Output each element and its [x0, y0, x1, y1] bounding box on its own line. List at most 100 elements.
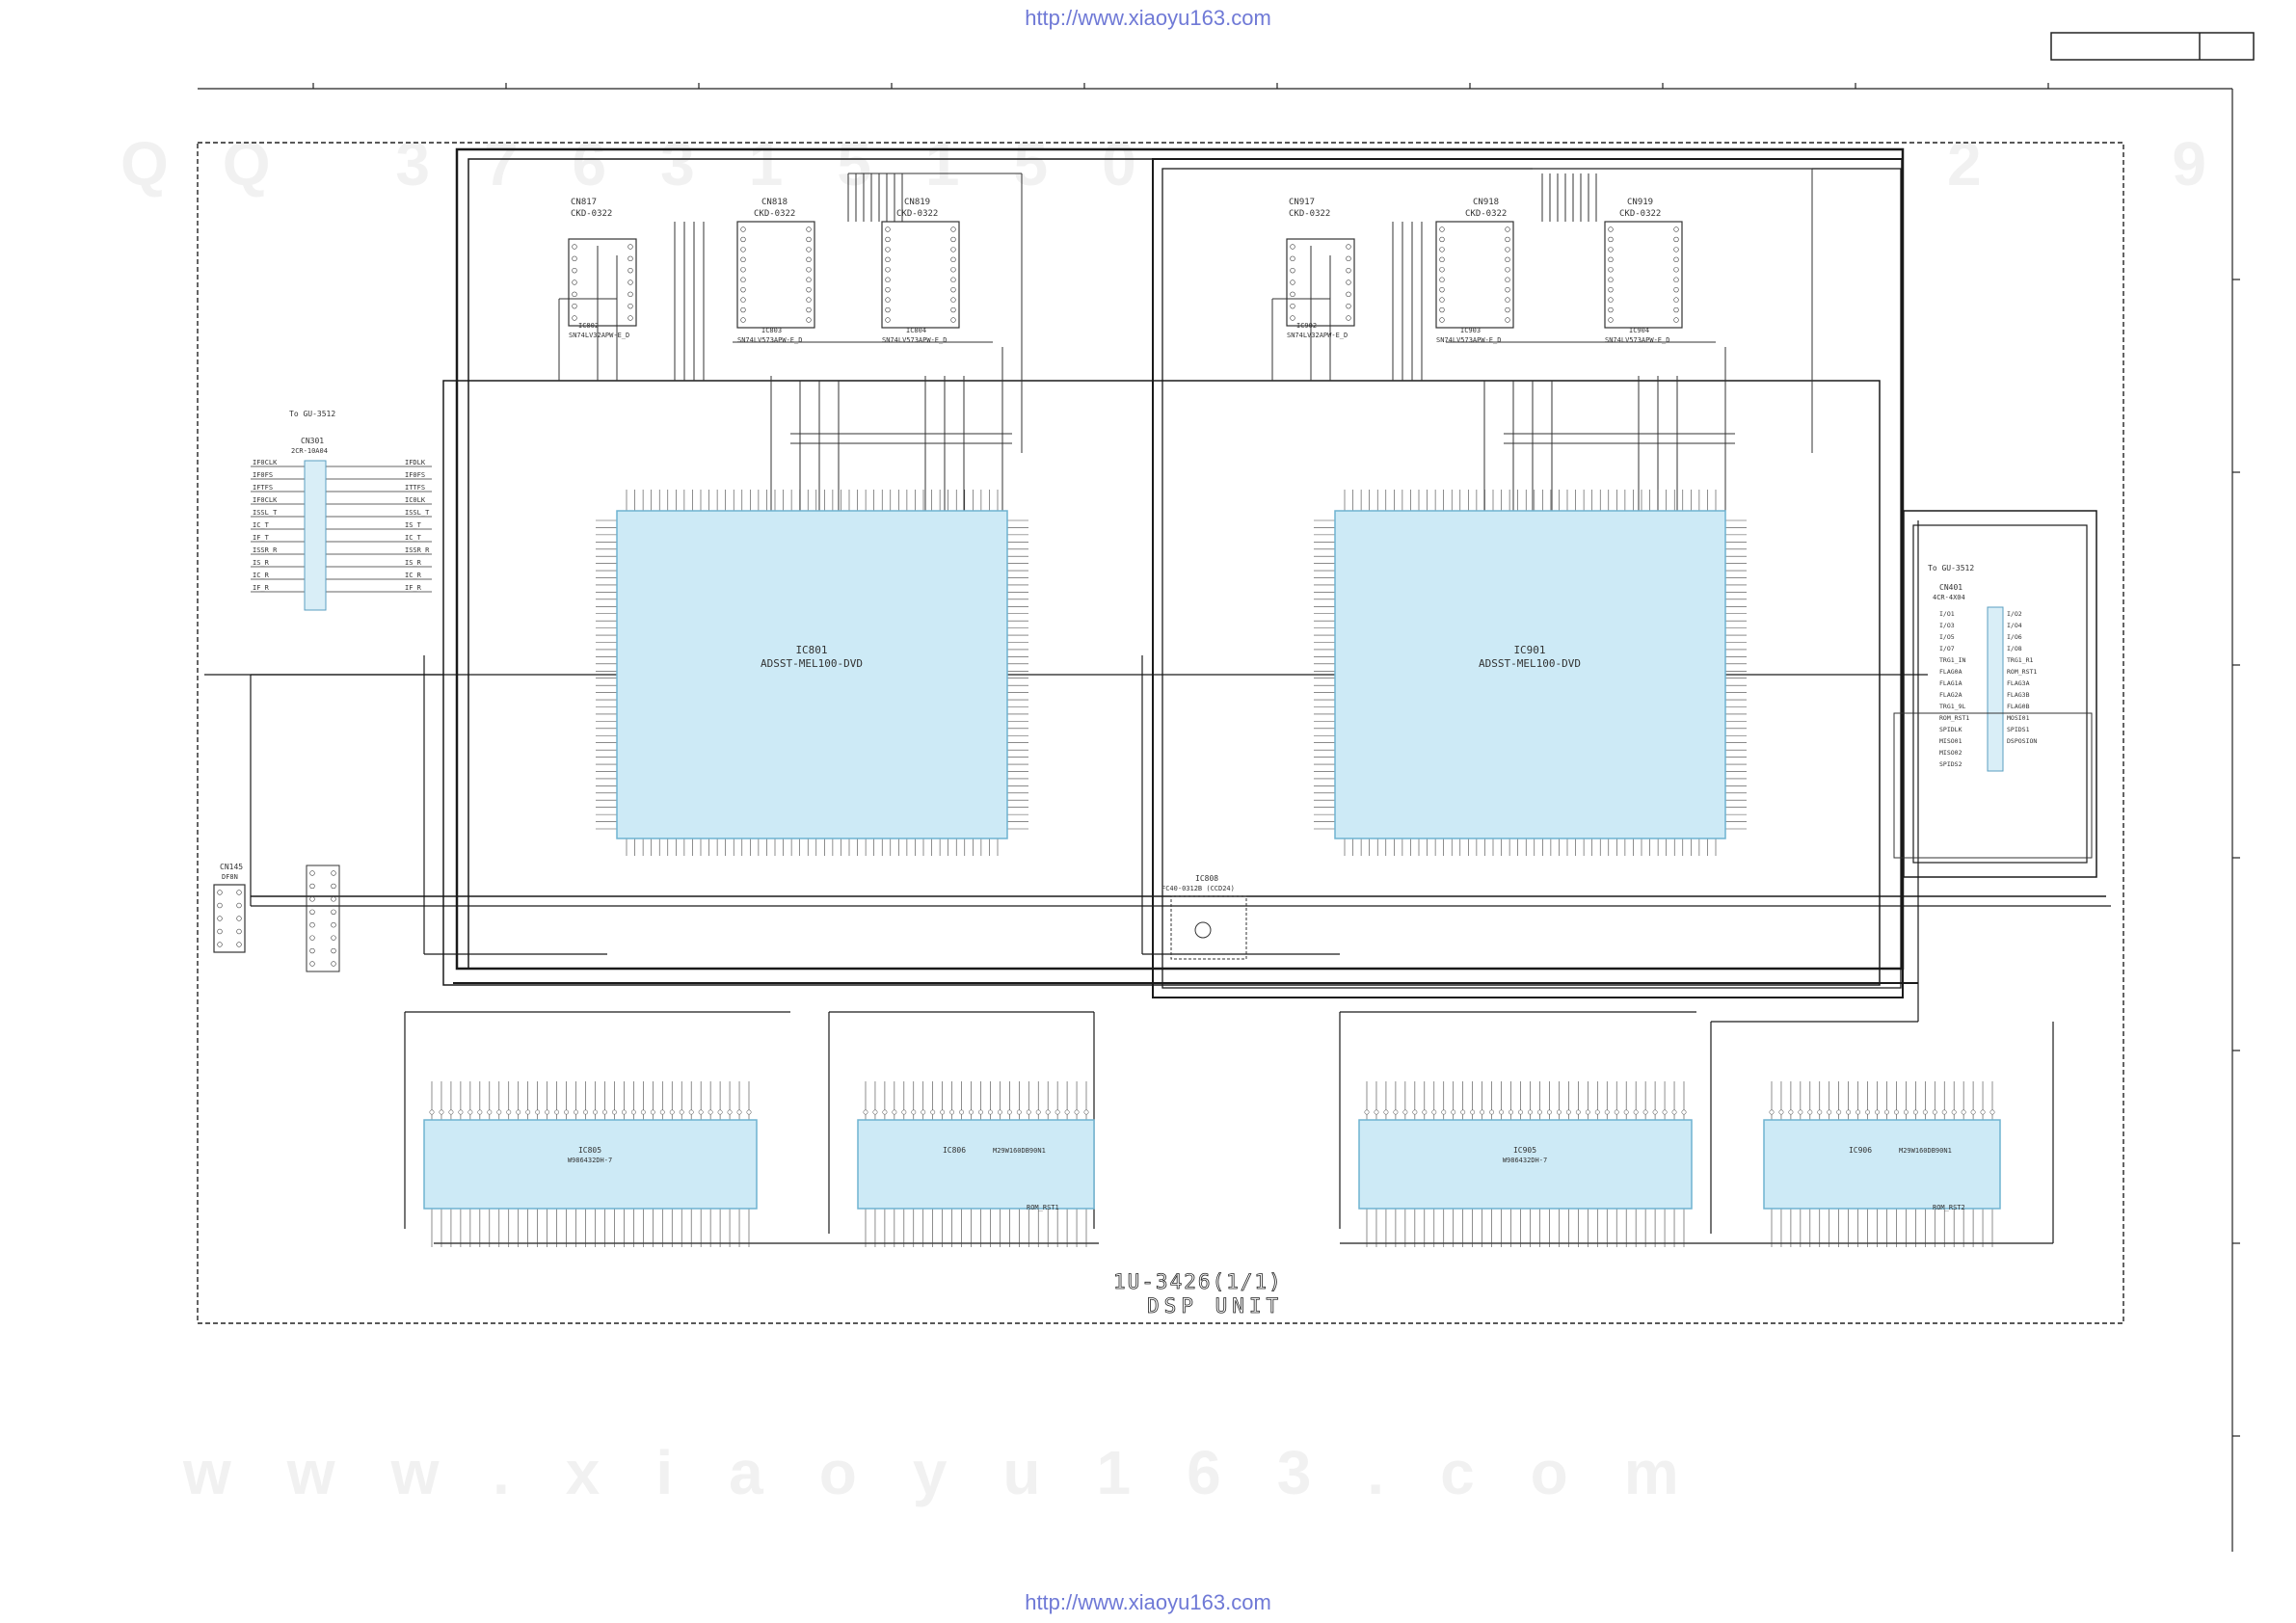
ic805-pin-dot [707, 1109, 713, 1115]
ic803-pin [740, 277, 746, 282]
cn-small-pin [309, 909, 315, 915]
cn145-pin [236, 890, 242, 895]
ic803-pin [806, 267, 812, 273]
cn301-net-left: IFTFS [253, 484, 273, 492]
svg-text:IC805: IC805 [578, 1146, 601, 1155]
ic904-pin [1608, 236, 1614, 243]
cn301-net-right: IC_T [405, 534, 422, 542]
ic804-pin [950, 226, 956, 232]
cn145-pin [217, 928, 223, 935]
ic903-pin [1439, 226, 1445, 232]
connector-cn401: To GU-3512 CN401 4CR-4X04 [1893, 564, 2093, 859]
ic802-pin [627, 315, 633, 321]
ic905-pin-dot [1441, 1109, 1447, 1115]
ic904-pin [1608, 226, 1614, 232]
ic804-pin [950, 236, 956, 243]
ic803-pin [740, 236, 746, 243]
cn401-net-left: I/O7 [1939, 645, 1955, 652]
svg-text:SN74LV573APW-E_D: SN74LV573APW-E_D [1436, 336, 1501, 344]
ic806-pin-dot [863, 1109, 868, 1115]
ic804-pin [885, 306, 891, 313]
ic904-pin [1608, 277, 1614, 282]
ic805-pin-dot [717, 1109, 723, 1115]
svg-text:M29W160DB90N1: M29W160DB90N1 [1899, 1147, 1952, 1155]
cn145-pin [217, 942, 223, 947]
svg-text:ADSST-MEL100-DVD: ADSST-MEL100-DVD [761, 657, 863, 670]
svg-text:SN74LV573APW-E_D: SN74LV573APW-E_D [1605, 336, 1669, 344]
ic806-pin-dot [1055, 1109, 1060, 1115]
ic905-pin-dot [1412, 1109, 1418, 1115]
ic905-pin-dot [1451, 1109, 1456, 1115]
cn301-net-right: IC_R [405, 572, 422, 579]
ic906-pin-dot [1875, 1109, 1880, 1115]
url-bottom[interactable]: http://www.xiaoyu163.com [1025, 1590, 1271, 1614]
ic806-pin-dot [997, 1109, 1002, 1115]
ic802-pin [627, 279, 633, 285]
ic804-pin [950, 277, 956, 282]
ic904-pin [1673, 247, 1679, 253]
svg-text:IC808: IC808 [1195, 874, 1218, 883]
svg-text:4CR-4X04: 4CR-4X04 [1933, 594, 1965, 601]
cn301-net-left: IF_R [253, 584, 270, 592]
svg-text:IC903: IC903 [1460, 327, 1481, 334]
ic906-pin-dot [1941, 1109, 1947, 1115]
ic805-pin-dot [669, 1109, 675, 1115]
label-rom-rst2: ROM_RST2 [1933, 1204, 1965, 1211]
memory-ic906: IC906 M29W160DB90N1 [1763, 1119, 2001, 1210]
cn301-net-left: IF0FS [253, 471, 273, 479]
ic805-pin-dot [467, 1109, 473, 1115]
svg-text:CN817: CN817 [571, 198, 597, 207]
ic802-pin [627, 303, 633, 309]
ic903-pin [1439, 267, 1445, 273]
ic906-pin-dot [1827, 1109, 1832, 1115]
svg-text:DSP UNIT: DSP UNIT [1147, 1294, 1283, 1317]
svg-text:CKD-0322: CKD-0322 [571, 209, 612, 219]
ic905-pin-dot [1537, 1109, 1542, 1115]
ic905-pin-dot [1662, 1109, 1668, 1115]
svg-text:DF8N: DF8N [222, 873, 238, 881]
ic805-pin-dot [679, 1109, 684, 1115]
svg-text:M29W160DB90N1: M29W160DB90N1 [993, 1147, 1046, 1155]
bus-wiring [204, 147, 2111, 1244]
cn301-net-left: IS_R [253, 559, 270, 567]
ic806-pin-dot [901, 1109, 907, 1115]
ic803-pin [740, 267, 746, 273]
ic805-pin-dot [746, 1109, 752, 1115]
ic806-pin-dot [1035, 1109, 1041, 1115]
ic903-pin [1505, 317, 1510, 323]
ic802-pin [572, 279, 577, 285]
ic902-pin [1346, 291, 1351, 298]
cn401-net-right: MOSI01 [2007, 714, 2030, 722]
svg-text:SN74LV32APW-E_D: SN74LV32APW-E_D [569, 332, 629, 339]
ic905-pin-dot [1460, 1109, 1466, 1115]
ic905-pin-dot [1508, 1109, 1513, 1115]
ic804-pin [885, 286, 891, 293]
ic902-pin [1290, 315, 1295, 321]
ic903-pin [1439, 236, 1445, 243]
ic806-pin-dot [1045, 1109, 1051, 1115]
ic903-pin [1505, 236, 1510, 243]
cn-small-pin [331, 896, 336, 902]
ic803-pin [740, 286, 746, 293]
ic803-pin [806, 297, 812, 303]
ic806-pin-dot [1083, 1109, 1089, 1115]
svg-text:IC904: IC904 [1629, 327, 1649, 334]
watermark-top: QQ 376315150 [120, 129, 1190, 199]
dsp-ic801: IC801 ADSST-MEL100-DVD [616, 510, 1008, 839]
ic905-pin-dot [1499, 1109, 1505, 1115]
svg-text:IC802: IC802 [578, 322, 599, 330]
ic806-pin-dot [1006, 1109, 1012, 1115]
cn301-net-right: IS_T [405, 521, 422, 529]
ic903-pin [1439, 277, 1445, 282]
url-top[interactable]: http://www.xiaoyu163.com [1025, 6, 1271, 30]
cn145-pin [217, 902, 223, 909]
ic805-pin-dot [650, 1109, 655, 1115]
ic805-pin-dot [545, 1109, 550, 1115]
cn145-pin [236, 928, 242, 935]
ic903-pin [1505, 247, 1510, 253]
svg-text:FC40-0312B (CCD24): FC40-0312B (CCD24) [1161, 885, 1235, 892]
ic802-pin [572, 303, 577, 309]
cn301-net-left: ISSL_T [253, 509, 278, 517]
svg-text:To GU-3512: To GU-3512 [289, 410, 335, 418]
top-ic-cn918: CN918 CKD-0322 IC903 SN74LV573APW-E_D [1435, 198, 1514, 344]
